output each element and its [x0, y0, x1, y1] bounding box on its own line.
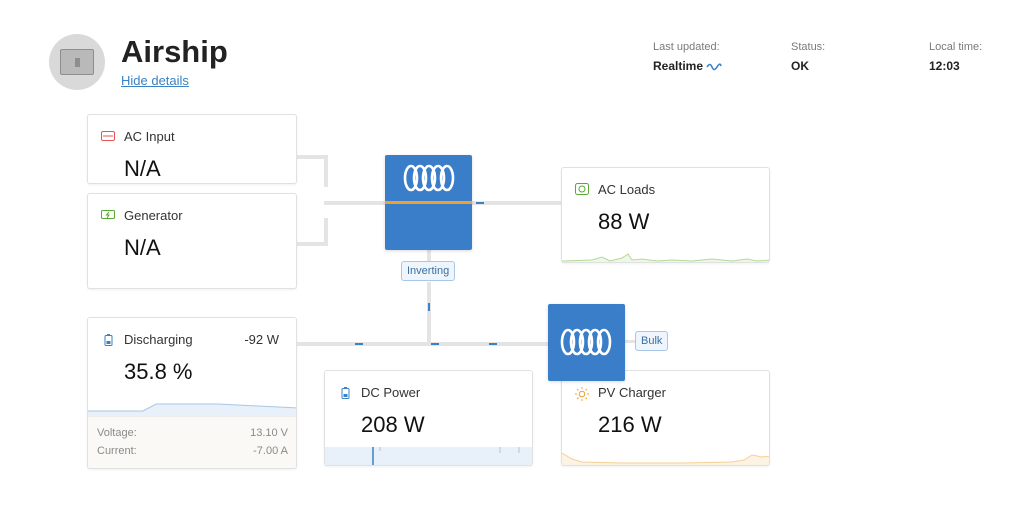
mppt-block[interactable] [548, 304, 625, 381]
ac-input-card[interactable]: AC Input N/A [87, 114, 297, 184]
dc-power-card[interactable]: DC Power 208 W [324, 370, 533, 466]
generator-value: N/A [124, 235, 161, 260]
victron-logo-icon [403, 164, 455, 192]
inverter-block[interactable] [385, 155, 472, 250]
ac-loads-icon [575, 183, 589, 195]
ac-input-label: AC Input [124, 129, 175, 144]
site-avatar [49, 34, 105, 90]
realtime-wave-icon [706, 63, 723, 71]
local-time-value: 12:03 [929, 59, 960, 73]
battery-voltage-label: Voltage: [97, 427, 137, 439]
generator-card[interactable]: Generator N/A [87, 193, 297, 289]
last-updated-text: Realtime [653, 59, 704, 73]
ac-input-icon [101, 131, 115, 141]
ac-loads-sparkline [562, 253, 769, 262]
local-time-label: Local time: [929, 41, 983, 53]
battery-details: Voltage: 13.10 V Current: -7.00 A [88, 416, 296, 468]
dc-power-sparkline [325, 447, 532, 465]
status-value: OK [791, 59, 809, 73]
ac-loads-label: AC Loads [598, 182, 656, 197]
mppt-state-badge: Bulk [635, 331, 669, 351]
ac-input-value: N/A [124, 156, 161, 181]
battery-card[interactable]: Discharging -92 W 35.8 % Voltage: 13.10 … [87, 317, 297, 469]
status-label: Status: [791, 41, 826, 53]
pv-sun-icon [575, 387, 589, 401]
pv-charger-sparkline [562, 452, 769, 465]
battery-state-label: Discharging [124, 332, 193, 347]
battery-icon [104, 334, 113, 346]
victron-logo-icon [560, 328, 612, 356]
hide-details-link[interactable]: Hide details [121, 73, 189, 88]
ac-loads-value: 88 W [598, 209, 650, 234]
battery-sparkline [88, 403, 296, 416]
inverter-stripe [385, 201, 472, 204]
last-updated-label: Last updated: [653, 41, 720, 53]
battery-current-value: -7.00 A [253, 445, 288, 457]
device-icon [60, 49, 94, 75]
ac-loads-card[interactable]: AC Loads 88 W [561, 167, 770, 263]
battery-soc-value: 35.8 % [124, 359, 193, 384]
generator-label: Generator [124, 208, 183, 223]
last-updated-value: Realtime [653, 59, 723, 73]
page-title: Airship [121, 34, 228, 69]
battery-current-label: Current: [97, 445, 137, 457]
generator-icon [101, 210, 115, 219]
inverter-state-badge: Inverting [401, 261, 456, 281]
dc-power-value: 208 W [361, 412, 425, 437]
dc-power-label: DC Power [361, 385, 421, 400]
dc-power-icon [341, 387, 350, 399]
battery-voltage-value: 13.10 V [250, 427, 288, 439]
pv-charger-value: 216 W [598, 412, 662, 437]
pv-charger-label: PV Charger [598, 385, 666, 400]
battery-power-value: -92 W [244, 332, 279, 347]
pv-charger-card[interactable]: PV Charger 216 W [561, 370, 770, 466]
